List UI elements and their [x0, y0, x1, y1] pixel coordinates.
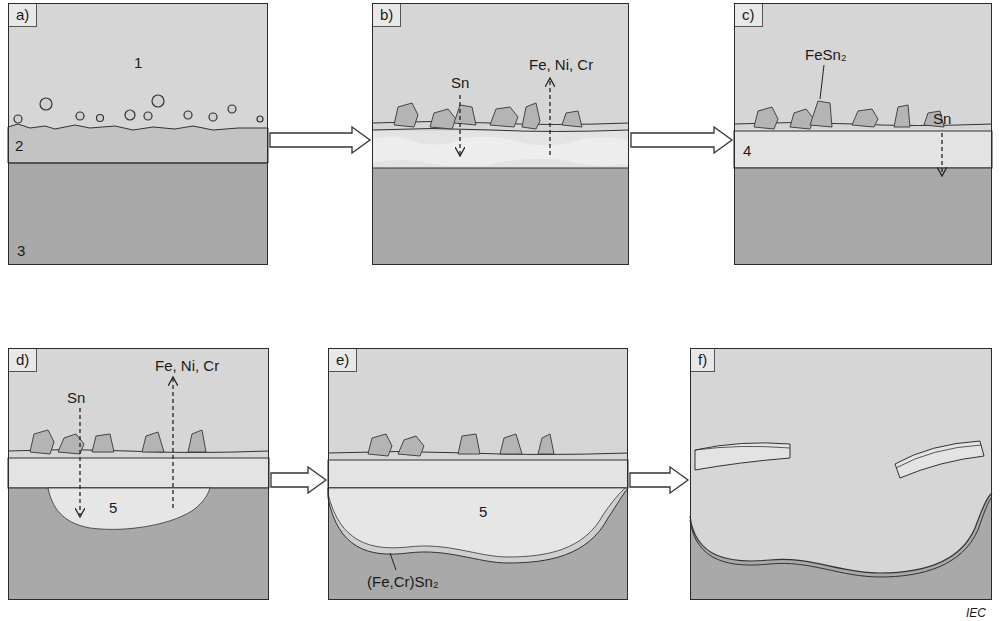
stage-panel: a) 1 2 3	[8, 3, 268, 265]
panel-a-art	[8, 3, 268, 265]
stage-panel: e) 5 (Fe,Cr)Sn₂	[328, 348, 628, 600]
step-arrow	[271, 467, 326, 493]
stage-panel: d) Sn Fe, Ni, Cr 5	[8, 348, 269, 600]
panel-label: b)	[373, 4, 401, 27]
panel-d-art	[8, 348, 269, 600]
panel-b-art	[372, 3, 629, 265]
stage-panel: f)	[690, 348, 992, 600]
step-arrow	[630, 467, 688, 493]
callout-label: Fe, Ni, Cr	[155, 357, 219, 375]
callout-label: Fe, Ni, Cr	[529, 56, 593, 74]
callout-label: Sn	[451, 74, 469, 92]
stage-panel: c) FeSn₂ Sn 4	[734, 3, 992, 265]
panel-label: e)	[329, 349, 357, 372]
callout-label: 3	[17, 242, 25, 260]
step-arrow	[631, 127, 732, 153]
callout-label: (Fe,Cr)Sn₂	[367, 573, 439, 591]
panel-c-art	[734, 3, 992, 265]
panel-f-art	[690, 348, 992, 600]
callout-label: 5	[479, 503, 487, 521]
panel-e-art	[328, 348, 628, 600]
callout-label: 1	[134, 54, 142, 72]
callout-label: Sn	[933, 110, 951, 128]
callout-label: 5	[109, 499, 117, 517]
callout-label: 4	[743, 142, 751, 160]
callout-label: 2	[15, 137, 23, 155]
callout-label: FeSn₂	[805, 46, 847, 64]
step-arrow	[270, 127, 370, 153]
callout-label: Sn	[67, 389, 85, 407]
panel-label: d)	[9, 349, 37, 372]
panel-label: f)	[691, 349, 715, 372]
panel-label: c)	[735, 4, 763, 27]
stage-panel: b) Sn Fe, Ni, Cr	[372, 3, 629, 265]
panel-label: a)	[9, 4, 37, 27]
source-mark: IEC	[966, 604, 986, 621]
